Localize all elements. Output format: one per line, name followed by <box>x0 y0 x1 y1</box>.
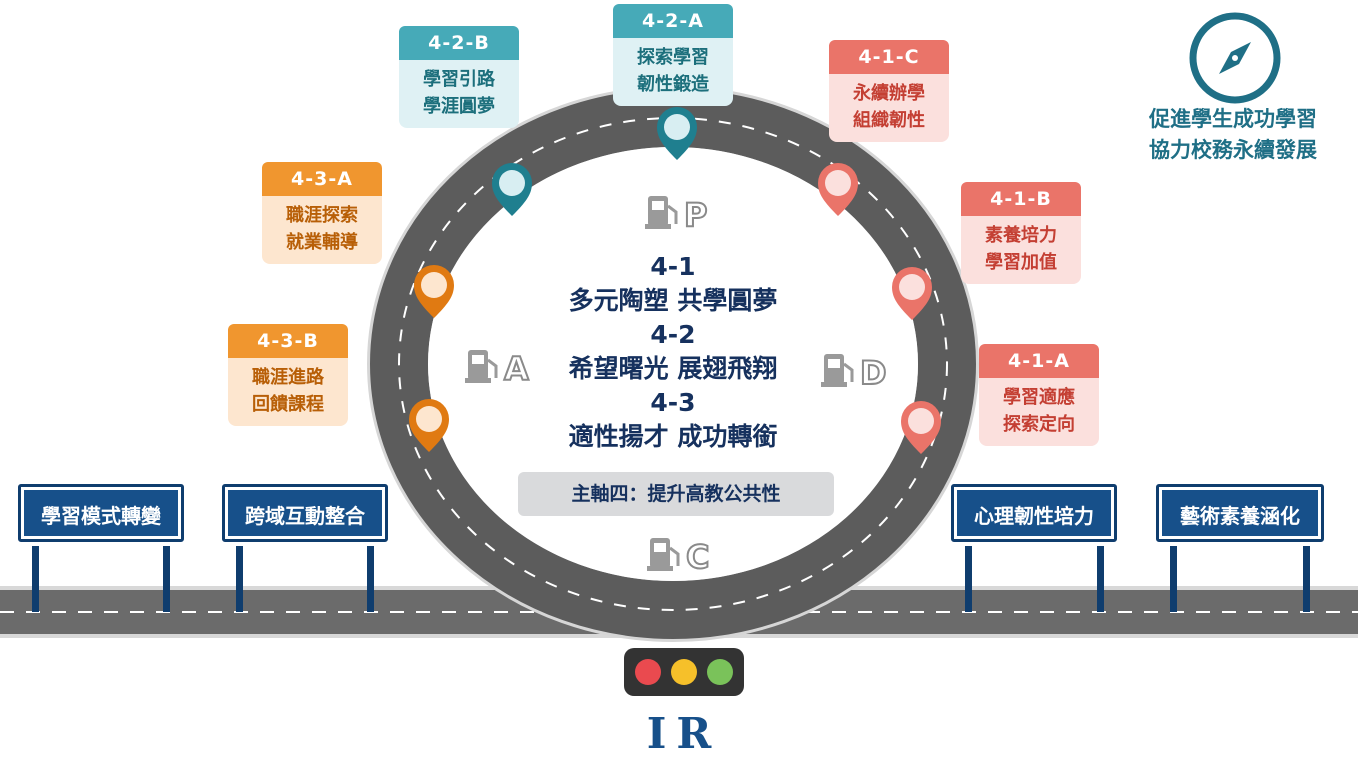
pin-4-1-b[interactable] <box>892 267 932 320</box>
card-4-1-a[interactable]: 4-1-A 學習適應探索定向 <box>979 344 1099 446</box>
center-line-3: 4-2 <box>650 320 696 349</box>
road-sign-arts-literacy[interactable]: 藝術素養涵化 <box>1156 484 1324 542</box>
card-line-2: 韌性鍛造 <box>637 74 709 95</box>
card-line-2: 學習加值 <box>985 252 1057 273</box>
gas-station-icon <box>465 196 854 571</box>
sign-posts <box>32 546 1310 612</box>
card-line-1: 學習引路 <box>423 69 495 90</box>
motto-line-1: 促進學生成功學習 <box>1149 107 1317 131</box>
pin-4-3-b[interactable] <box>409 399 449 452</box>
card-4-2-b[interactable]: 4-2-B 學習引路學涯圓夢 <box>399 26 519 128</box>
card-line-1: 學習適應 <box>1003 387 1075 408</box>
compass-icon <box>1189 12 1281 104</box>
card-4-1-b[interactable]: 4-1-B 素養培力學習加值 <box>961 182 1081 284</box>
center-text-block: 4-1 多元陶塑 共學圓夢 4-2 希望曙光 展翅飛翔 4-3 適性揚才 成功轉… <box>500 250 846 454</box>
road-sign-cross-domain[interactable]: 跨域互動整合 <box>222 484 388 542</box>
center-line-4: 希望曙光 展翅飛翔 <box>568 354 778 383</box>
card-line-2: 學涯圓夢 <box>423 96 495 117</box>
card-4-1-c[interactable]: 4-1-C 永續辦學組織韌性 <box>829 40 949 142</box>
pillar-label: 主軸四：提升高教公共性 <box>518 472 834 516</box>
card-4-3-b[interactable]: 4-3-B 職涯進路回饋課程 <box>228 324 348 426</box>
center-line-6: 適性揚才 成功轉銜 <box>568 422 778 451</box>
ir-label: IR <box>647 709 722 758</box>
pin-4-3-a[interactable] <box>414 265 454 318</box>
card-4-3-a[interactable]: 4-3-A 職涯探索就業輔導 <box>262 162 382 264</box>
pin-4-2-a[interactable] <box>657 107 697 160</box>
center-line-5: 4-3 <box>650 388 696 417</box>
card-4-2-a[interactable]: 4-2-A 探索學習韌性鍛造 <box>613 4 733 106</box>
card-code: 4-1-C <box>829 40 949 74</box>
road-sign-learning-mode[interactable]: 學習模式轉變 <box>18 484 184 542</box>
card-line-2: 組織韌性 <box>853 110 925 131</box>
station-a-label: A <box>504 350 529 388</box>
card-code: 4-3-A <box>262 162 382 196</box>
road-sign-resilience[interactable]: 心理韌性培力 <box>951 484 1117 542</box>
station-p-label: P <box>684 196 707 234</box>
traffic-light-icon <box>624 648 744 696</box>
card-line-1: 素養培力 <box>985 225 1057 246</box>
center-line-2: 多元陶塑 共學圓夢 <box>568 286 778 315</box>
station-c-label: C <box>686 538 709 576</box>
motto-text: 促進學生成功學習 協力校務永續發展 <box>1120 104 1346 166</box>
card-line-2: 就業輔導 <box>286 232 358 253</box>
card-code: 4-2-B <box>399 26 519 60</box>
card-line-2: 回饋課程 <box>252 394 324 415</box>
card-line-1: 職涯進路 <box>252 367 324 388</box>
card-line-2: 探索定向 <box>1003 414 1075 435</box>
card-code: 4-1-B <box>961 182 1081 216</box>
pin-4-1-c[interactable] <box>818 163 858 216</box>
pin-4-1-a[interactable] <box>901 401 941 454</box>
card-line-1: 永續辦學 <box>853 83 925 104</box>
card-line-1: 職涯探索 <box>286 205 358 226</box>
motto-line-2: 協力校務永續發展 <box>1149 138 1317 162</box>
card-code: 4-2-A <box>613 4 733 38</box>
pin-4-2-b[interactable] <box>492 163 532 216</box>
card-code: 4-1-A <box>979 344 1099 378</box>
center-line-1: 4-1 <box>650 252 696 281</box>
station-d-label: D <box>860 354 887 392</box>
card-code: 4-3-B <box>228 324 348 358</box>
card-line-1: 探索學習 <box>637 47 709 68</box>
